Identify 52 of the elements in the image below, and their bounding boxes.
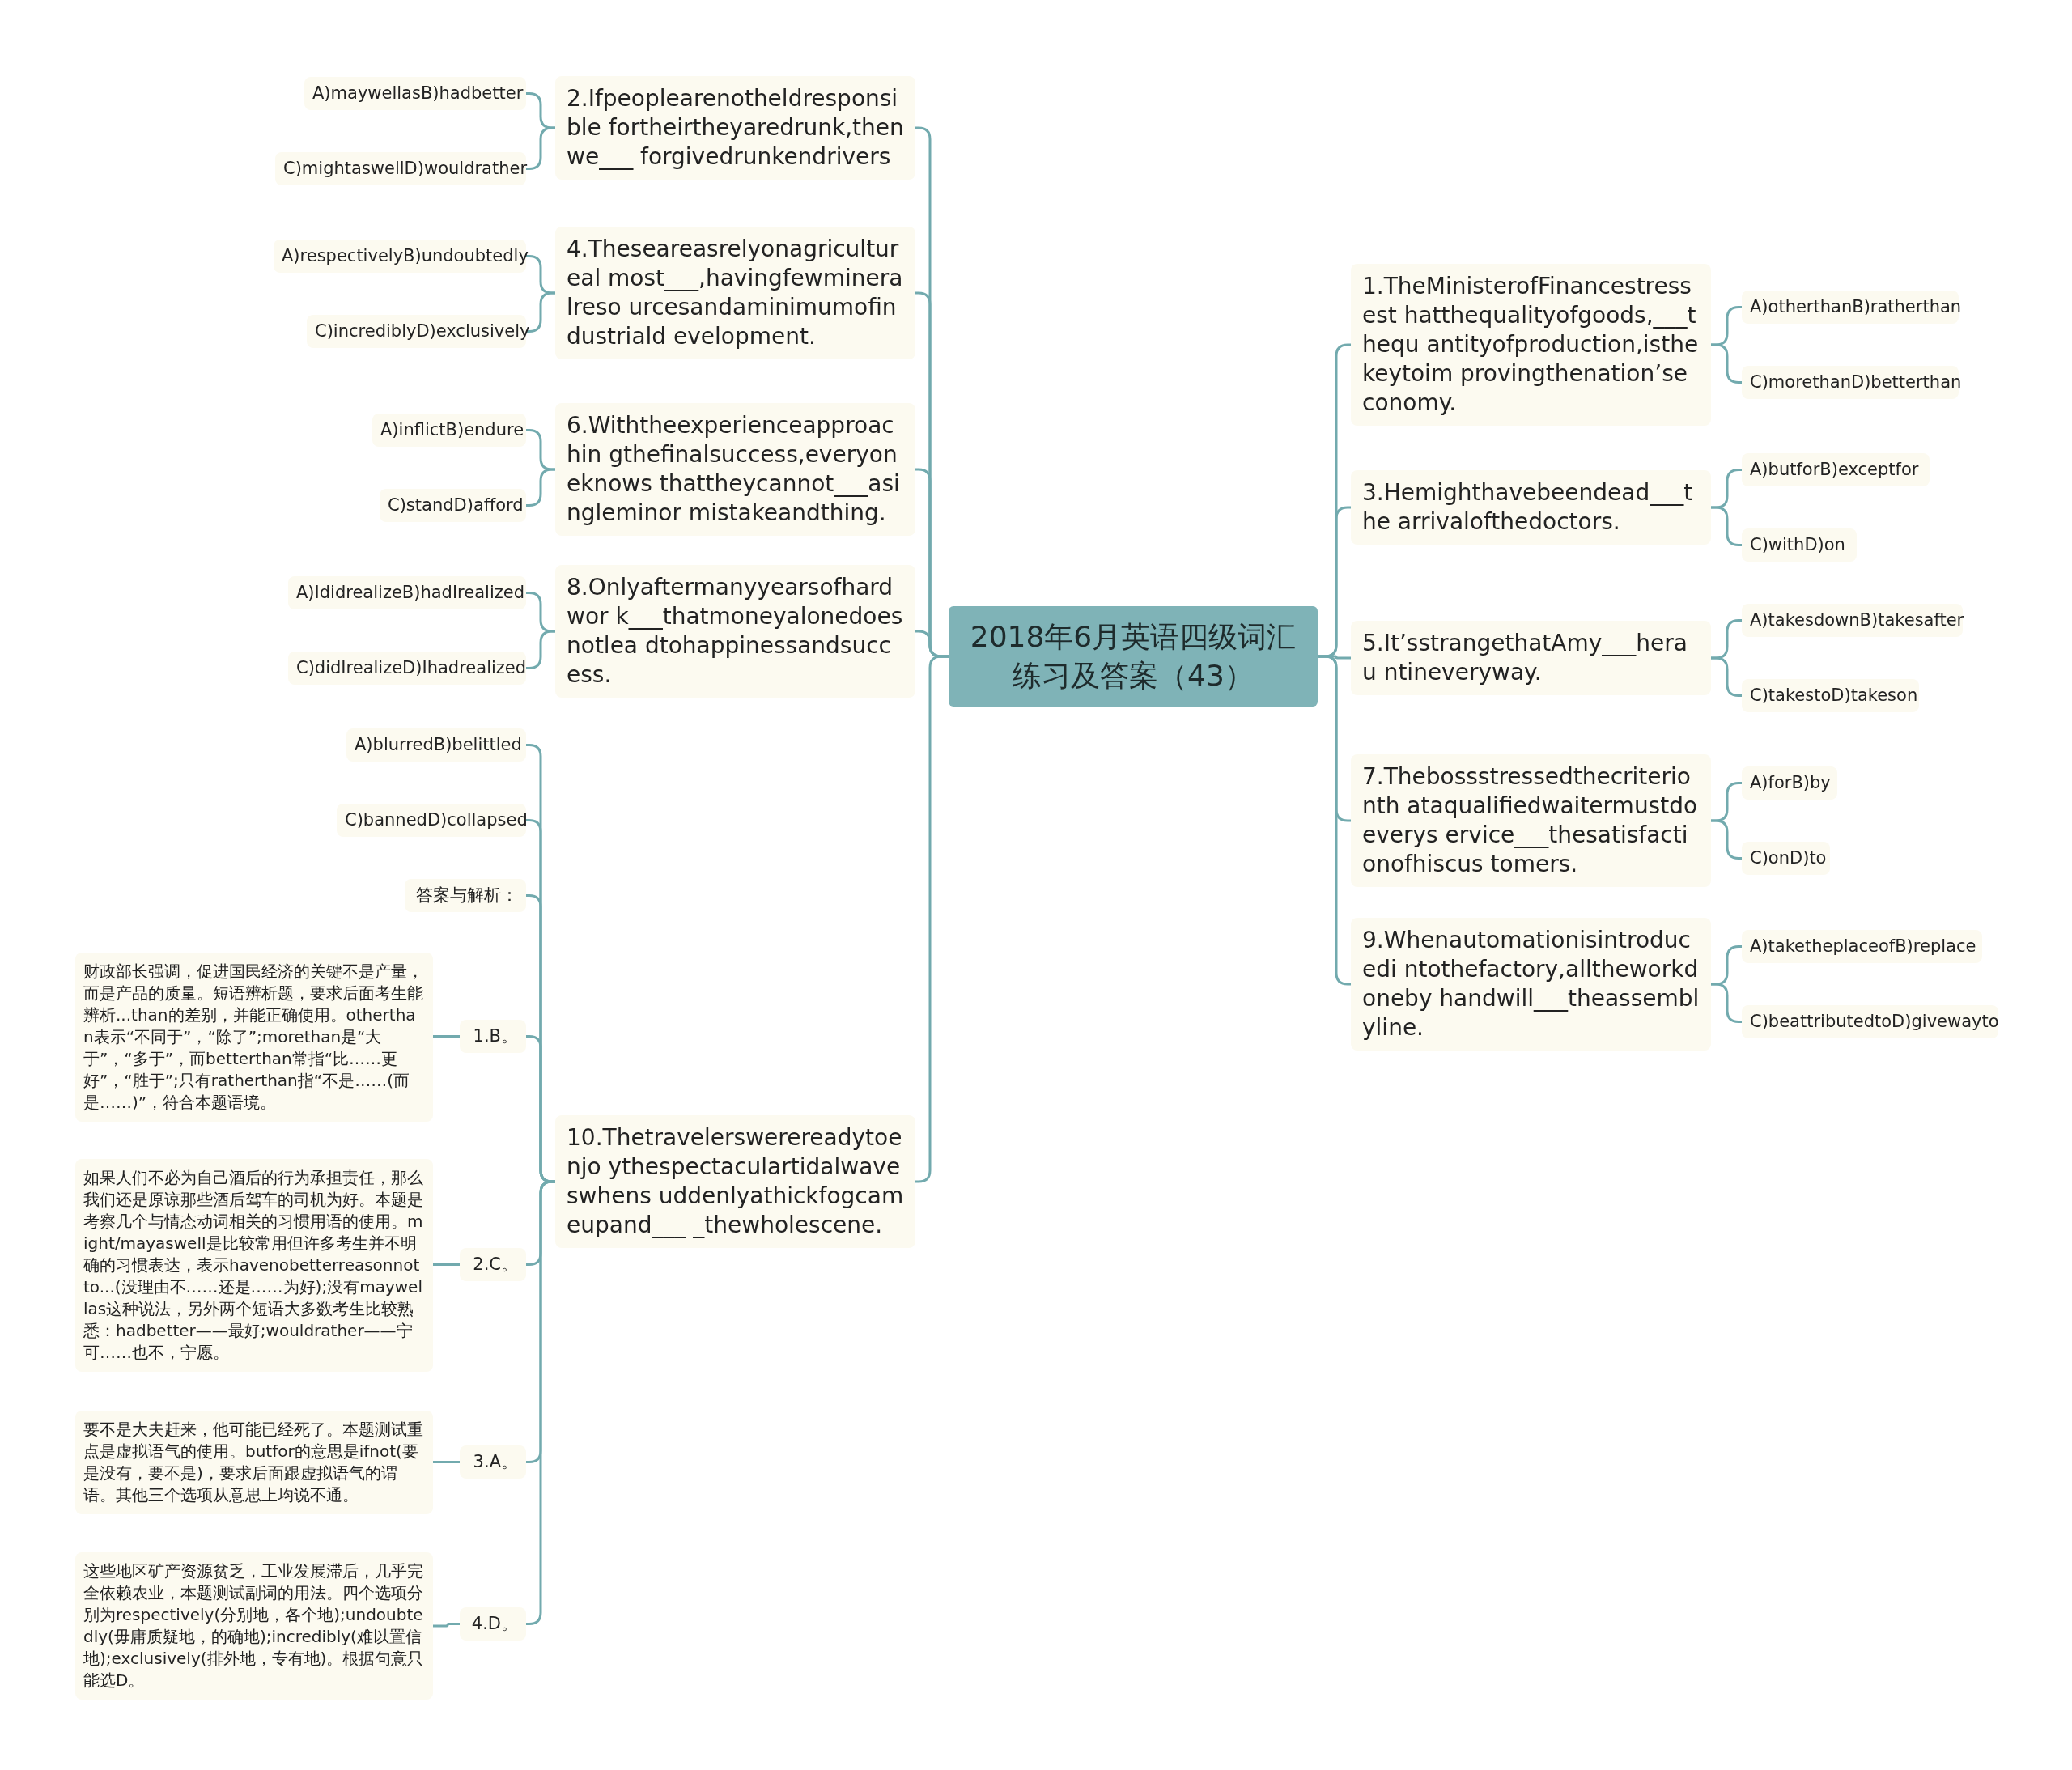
option-box: C)beattributedtoD)givewayto [1742,1004,1998,1038]
option-box: C)morethanD)betterthan [1742,365,1959,399]
question-box: 6.Withtheexperienceapproachin gthefinalsuccess,everyoneknows thattheycannot___asingleminor mistakeandthing. [555,403,915,536]
connector-line [433,1623,460,1628]
connector-line [1711,656,1742,697]
option-box: A)respectivelyB)undoubtedly [274,239,526,273]
question-box: 8.Onlyaftermanyyearsofhardwor k___thatmoneyalonedoesnotlea dtohappinessandsuccess. [555,565,915,698]
connector-line [526,630,555,669]
answer-box: 4.D。 [460,1607,526,1641]
connector-line [526,468,555,507]
explanation-box: 要不是大夫赶来，他可能已经死了。本题测试重点是虚拟语气的使用。butfor的意思是ifnot(要是没有，要不是)，要求后面跟虚拟语气的谓语。其他三个选项从意思上均说不通。 [75,1411,433,1514]
explanation-box: 这些地区矿产资源贫乏，工业发展滞后，几乎完全依赖农业，本题测试副词的用法。四个选项分别为respectively(分别地，各个地);undoubtedly(毋庸质疑地，的确地);incredibly(难以置信地);exclusively(排外地，专有地)。根据句意只能选D。 [75,1552,433,1700]
question-box: 5.It’sstrangethatAmy___herau ntineveryway. [1351,621,1711,695]
connector-line [433,1263,460,1266]
answer-box: 3.A。 [460,1445,526,1479]
connector-line [1711,506,1742,546]
option-box: A)butforB)exceptfor [1742,452,1930,486]
question-box: 1.TheMinisterofFinancestressest hatthequalityofgoods,___thequ antityofproduction,isthekeytoim provingthenation’seconomy. [1351,264,1711,426]
question-box: 9.Whenautomationisintroducedi ntothefactory,alltheworkdoneby handwill___theassemblyline. [1351,918,1711,1051]
option-box: A)IdidrealizeB)hadIrealized [288,575,526,609]
option-box: C)takestoD)takeson [1742,678,1919,712]
question-box: 7.Thebossstressedthecriterionth ataqualifiedwaitermustdoeverys ervice___thesatisfactionofhiscus tomers. [1351,754,1711,887]
option-box: A)taketheplaceofB)replace [1742,929,1982,963]
connector-line [1711,819,1742,860]
connector-line [1318,655,1351,986]
option-box: A)takesdownB)takesafter [1742,603,1963,637]
option-box: C)standD)afford [380,488,526,522]
option-box: 答案与解析： [405,878,526,912]
answer-box: 1.B。 [460,1019,526,1053]
connector-line [526,291,555,333]
question-box: 4.Theseareasrelyonagricultureal most___,havingfewmineralreso urcesandaminimumofindustriald evelopment. [555,227,915,359]
connector-line [433,1035,460,1038]
connector-line [1711,343,1742,384]
option-box: A)blurredB)belittled [346,728,526,762]
central-topic-box: 2018年6月英语四级词汇练习及答案（43） [949,606,1318,707]
explanation-box: 如果人们不必为自己酒后的行为承担责任，那么我们还是原谅那些酒后驾车的司机为好。本题是考察几个与情态动词相关的习惯用语的使用。might/mayaswell是比较常用但许多考生并不明确的习惯表达，表示havenobetterreasonnotto...(没理由不……还是……为好);没有maywellas这种说法，另外两个短语大多数考生比较熟悉：hadbetter——最好;wouldrather——宁可……也不，宁愿。 [75,1158,433,1372]
question-box: 10.Thetravelerswerereadytoenjo ythespectaculartidalwaveswhens uddenlyathickfogcameupand___ _thewholescene. [555,1115,915,1248]
option-box: A)otherthanB)ratherthan [1742,290,1959,324]
question-box: 3.Hemighthavebeendead___the arrivalofthedoctors. [1351,470,1711,545]
option-box: C)withD)on [1742,528,1857,562]
connector-line [433,1461,460,1463]
option-box: C)onD)to [1742,841,1830,875]
option-box: C)mightaswellD)wouldrather [275,151,526,185]
option-box: A)forB)by [1742,766,1837,800]
explanation-box: 财政部长强调，促进国民经济的关键不是产量，而是产品的质量。短语辨析题，要求后面考生能辨析...than的差别，并能正确使用。otherthan表示“不同于”，“除了”;morethan是“大于”，“多于”，而betterthan常指“比……更好”，“胜于”;只有ratherthan指“不是……(而是……)”，符合本题语境。 [75,952,433,1122]
option-box: A)inflictB)endure [372,413,526,447]
option-box: C)bannedD)collapsed [337,803,526,837]
option-box: C)didIrealizeD)Ihadrealized [288,651,526,685]
connector-line [1711,983,1742,1023]
option-box: A)maywellasB)hadbetter [304,76,526,110]
answer-box: 2.C。 [460,1247,526,1281]
question-box: 2.Ifpeoplearenotheldresponsible fortheirtheyaredrunk,thenwe___ forgivedrunkendrivers [555,76,915,180]
